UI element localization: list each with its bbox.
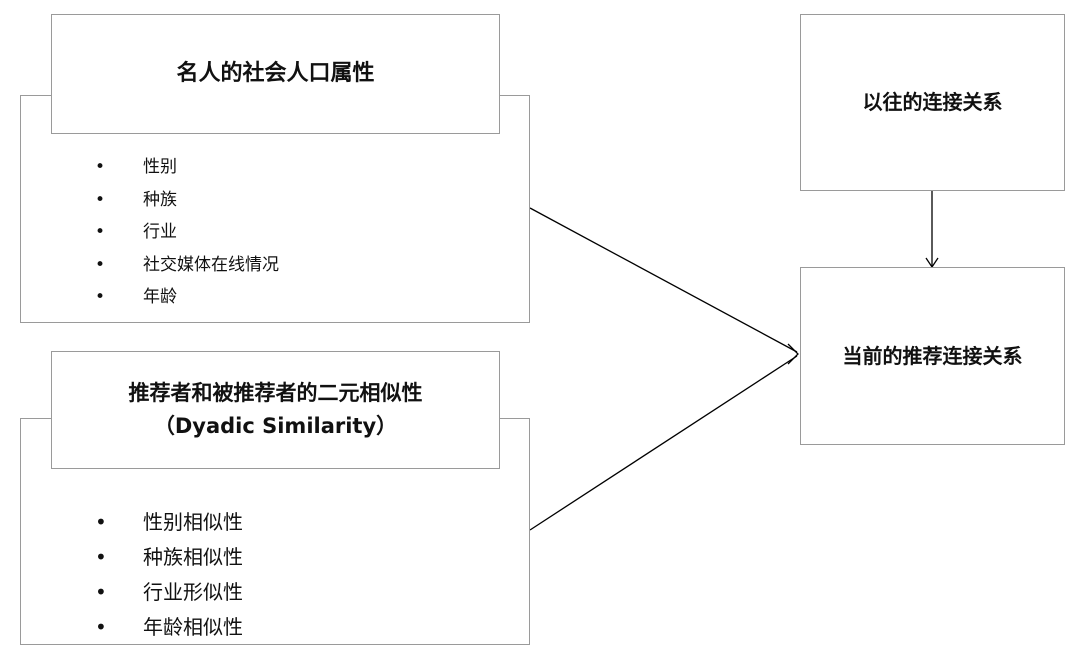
list-item: • 性别: [95, 151, 279, 184]
bullet-icon: •: [95, 510, 107, 534]
list-item: • 年龄: [95, 281, 279, 314]
arrow-attributes-to-current: [529, 207, 798, 353]
list-item: • 年龄相似性: [95, 610, 243, 645]
list-item-label: 性别相似性: [143, 510, 243, 534]
bullet-icon: •: [95, 615, 107, 639]
list-item: • 社交媒体在线情况: [95, 249, 279, 282]
similarity-list: • 性别相似性 • 种族相似性 • 行业形似性 • 年龄相似性: [95, 505, 243, 645]
arrow-similarity-to-current: [529, 355, 798, 531]
list-item: • 行业: [95, 216, 279, 249]
similarity-title-box: 推荐者和被推荐者的二元相似性 （Dyadic Similarity）: [51, 351, 500, 469]
prior-connection-title: 以往的连接关系: [862, 90, 1003, 114]
bullet-icon: •: [95, 157, 106, 177]
list-item-label: 行业: [143, 222, 177, 242]
attributes-title-box: 名人的社会人口属性: [51, 14, 500, 134]
similarity-subtitle: （Dyadic Similarity）: [153, 414, 398, 438]
attributes-title: 名人的社会人口属性: [176, 60, 375, 86]
list-item: • 种族相似性: [95, 540, 243, 575]
bullet-icon: •: [95, 254, 106, 275]
list-item-label: 行业形似性: [143, 580, 243, 604]
list-item: • 种族: [95, 184, 279, 217]
list-item-label: 年龄相似性: [143, 615, 243, 639]
list-item-label: 年龄: [143, 287, 177, 307]
list-item-label: 种族相似性: [143, 545, 243, 569]
list-item: • 性别相似性: [95, 505, 243, 540]
bullet-icon: •: [95, 189, 106, 210]
prior-connection-box: 以往的连接关系: [800, 14, 1065, 191]
list-item-label: 种族: [143, 189, 177, 210]
bullet-icon: •: [95, 287, 106, 307]
bullet-icon: •: [95, 545, 107, 569]
current-recommendation-title: 当前的推荐连接关系: [842, 343, 1023, 368]
bullet-icon: •: [95, 222, 106, 242]
bullet-icon: •: [95, 580, 107, 604]
attributes-list: • 性别 • 种族 • 行业 • 社交媒体在线情况 • 年龄: [95, 151, 279, 314]
list-item-label: 社交媒体在线情况: [143, 254, 279, 275]
list-item: • 行业形似性: [95, 575, 243, 610]
current-recommendation-box: 当前的推荐连接关系: [800, 267, 1065, 445]
list-item-label: 性别: [143, 157, 177, 177]
similarity-title: 推荐者和被推荐者的二元相似性: [128, 381, 423, 406]
arrowhead-current: [787, 343, 799, 365]
